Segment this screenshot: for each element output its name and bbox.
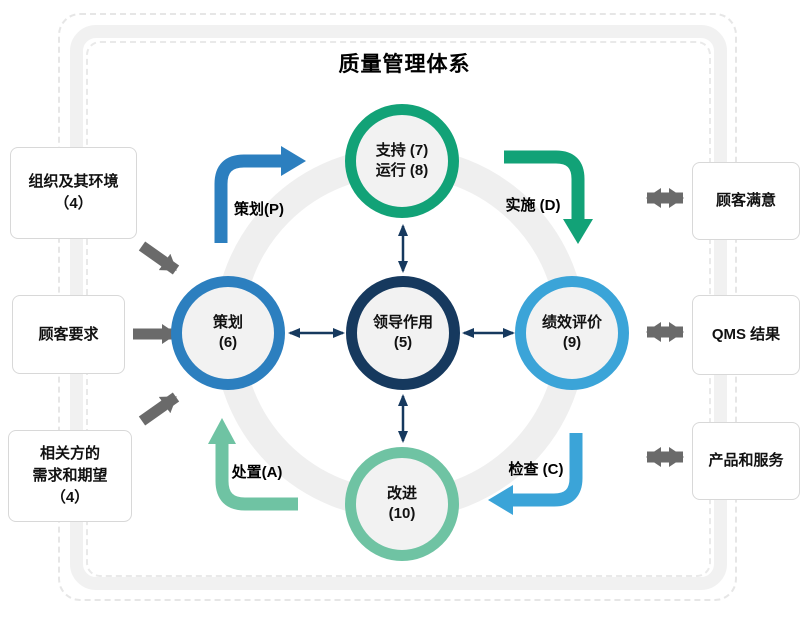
node-line: (6) bbox=[218, 334, 238, 351]
node-line: 策划 bbox=[212, 313, 243, 331]
check-bent-arrow bbox=[513, 433, 583, 507]
panel-line: 组织及其环境 bbox=[28, 173, 119, 191]
act-bent-arrow bbox=[215, 443, 298, 511]
label-act: 处置(A) bbox=[231, 464, 283, 481]
input-arrow-organization bbox=[138, 241, 180, 275]
panel-line: 顾客要求 bbox=[38, 325, 99, 343]
panel-organization-context: 组织及其环境 （4） bbox=[10, 147, 137, 239]
panel-line: 顾客满意 bbox=[715, 192, 776, 210]
node-line: (10) bbox=[388, 505, 416, 522]
node-line: 运行 (8) bbox=[375, 162, 429, 179]
node-support-operation: 支持 (7) 运行 (8) bbox=[345, 104, 459, 218]
node-performance-evaluation: 绩效评价 (9) bbox=[515, 276, 629, 390]
diagram-title: 质量管理体系 bbox=[338, 53, 471, 76]
panel-customer-satisfaction: 顾客满意 bbox=[692, 162, 800, 240]
panel-line: 需求和期望 bbox=[32, 467, 108, 485]
panel-interested-parties: 相关方的 需求和期望 （4） bbox=[8, 430, 132, 522]
plan-arrowhead-icon bbox=[281, 146, 306, 176]
panel-line: 产品和服务 bbox=[708, 452, 784, 470]
node-line: (5) bbox=[393, 334, 413, 351]
act-arrowhead-icon bbox=[208, 418, 236, 444]
node-improvement: 改进 (10) bbox=[345, 447, 459, 561]
node-leadership: 领导作用 (5) bbox=[346, 276, 460, 390]
panel-customer-requirements: 顾客要求 bbox=[12, 295, 125, 374]
node-planning: 策划 (6) bbox=[171, 276, 285, 390]
panel-products-services: 产品和服务 bbox=[692, 422, 800, 500]
node-line: 改进 bbox=[386, 484, 417, 502]
panel-qms-results: QMS 结果 bbox=[692, 295, 800, 375]
panel-line: （4） bbox=[54, 195, 93, 212]
do-bent-arrow bbox=[504, 150, 585, 220]
node-line: (9) bbox=[562, 334, 582, 351]
label-do: 实施 (D) bbox=[505, 197, 561, 214]
node-line: 领导作用 bbox=[372, 313, 433, 331]
plan-bent-arrow bbox=[214, 154, 282, 243]
input-arrow-interested-parties bbox=[138, 392, 180, 426]
panel-line: （4） bbox=[50, 488, 90, 506]
node-line: 绩效评价 bbox=[541, 313, 602, 331]
check-arrowhead-icon bbox=[488, 485, 513, 515]
node-line: 支持 (7) bbox=[375, 141, 429, 159]
label-plan: 策划(P) bbox=[234, 201, 284, 218]
panel-line: 相关方的 bbox=[39, 445, 100, 463]
label-check: 检查 (C) bbox=[508, 461, 564, 478]
panel-line: QMS 结果 bbox=[711, 326, 781, 344]
do-arrowhead-icon bbox=[563, 219, 593, 244]
